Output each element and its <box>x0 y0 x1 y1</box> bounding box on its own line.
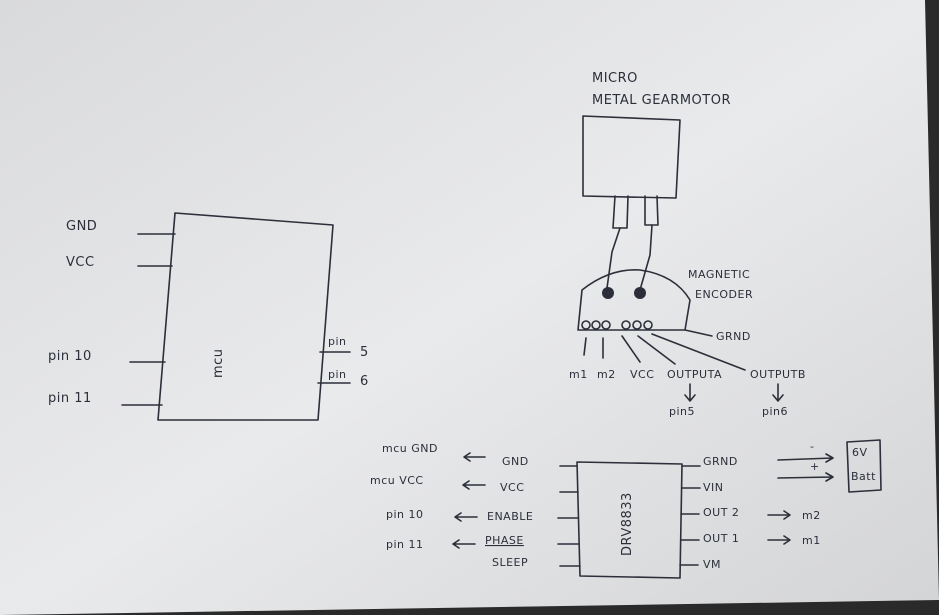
mcu-pin-11-label: pin 11 <box>48 391 92 406</box>
battery-label-line2: Batt <box>851 470 876 483</box>
arrow-down-outa-icon <box>684 383 696 402</box>
encoder-pin-outa-label: OUTPUTA <box>667 368 722 381</box>
encoder-board <box>577 269 691 331</box>
battery-block: 6V Batt - + <box>777 439 882 493</box>
driver-in-enable-pin: ENABLE <box>487 510 533 523</box>
driver-in-vcc-pin: VCC <box>500 481 524 494</box>
driver-body <box>576 461 683 579</box>
mcu-pin-6-label: 6 <box>360 374 369 389</box>
mcu-right-pin-word-1: pin <box>328 335 347 348</box>
motor-title-line1: MICRO <box>592 71 638 86</box>
encoder-pin-m2-label: m2 <box>597 368 616 381</box>
driver-in-phase-pin: PHASE <box>485 534 524 547</box>
encoder-outb-target: pin6 <box>762 405 788 418</box>
encoder-label-line2: ENCODER <box>695 288 753 301</box>
encoder-pin-vcc-label: VCC <box>630 368 654 381</box>
encoder-label-line1: MAGNETIC <box>688 268 750 281</box>
mcu-body <box>157 212 334 421</box>
motor-body <box>582 115 681 199</box>
encoder-ground-lead <box>684 329 713 337</box>
encoder-lead-m1 <box>583 337 587 356</box>
driver-out2-target: m2 <box>802 509 821 522</box>
driver-out-vm-pin: VM <box>703 558 721 571</box>
driver-src-vcc: mcu VCC <box>370 474 424 487</box>
encoder-pin-m1-label: m1 <box>569 368 588 381</box>
driver-out-grnd-pin: GRND <box>703 455 738 468</box>
mcu-pin-5-label: 5 <box>360 345 369 360</box>
arrow-right-out1-icon <box>767 535 791 545</box>
motor-wire-right <box>639 224 653 291</box>
driver-out-out1-pin: OUT 1 <box>703 532 739 545</box>
battery-body <box>846 439 882 493</box>
arrow-left-enable-icon <box>454 512 478 522</box>
encoder-block: MAGNETIC ENCODER GRND m1 m2 VCC OUTPUTA … <box>569 268 806 418</box>
driver-out-vin-pin: VIN <box>703 481 724 494</box>
motor-title-line2: METAL GEARMOTOR <box>592 93 731 108</box>
arrow-right-out2-icon <box>767 510 791 520</box>
driver-in-sleep-pin: SLEEP <box>492 556 528 569</box>
driver-label: DRV8833 <box>620 492 635 556</box>
motor-wire-left <box>606 227 621 289</box>
arrow-left-gnd-icon <box>463 452 486 462</box>
mcu-right-pin-word-2: pin <box>328 368 347 381</box>
mcu-label: mcu <box>211 348 226 378</box>
driver-src-pin11: pin 11 <box>386 538 424 551</box>
mcu-pin-vcc-label: VCC <box>66 255 95 270</box>
arrow-down-outb-icon <box>772 383 784 402</box>
encoder-header-pins <box>581 320 653 330</box>
encoder-ground-label: GRND <box>716 330 751 343</box>
driver-in-gnd-pin: GND <box>502 455 529 468</box>
mcu-pin-gnd-label: GND <box>66 219 97 234</box>
encoder-pin-outb-label: OUTPUTB <box>750 368 806 381</box>
battery-plus-wire-icon <box>777 472 834 482</box>
encoder-magnet-left <box>602 287 614 299</box>
driver-block: DRV8833 GND VCC ENABLE PHASE SLEEP mcu G… <box>370 442 821 579</box>
mcu-block: mcu GND VCC pin 10 pin 11 pin pin 5 6 <box>48 212 369 421</box>
driver-src-gnd: mcu GND <box>382 442 438 455</box>
mcu-pin-10-label: pin 10 <box>48 349 92 364</box>
encoder-lead-outa <box>637 335 676 365</box>
encoder-magnet-right <box>634 287 646 299</box>
encoder-outa-target: pin5 <box>669 405 695 418</box>
driver-src-pin10: pin 10 <box>386 508 424 521</box>
driver-out1-target: m1 <box>802 534 821 547</box>
battery-minus-wire-icon <box>777 453 834 463</box>
encoder-lead-vcc <box>621 335 641 363</box>
battery-minus-label: - <box>810 440 814 453</box>
motor-block: MICRO METAL GEARMOTOR <box>582 71 731 291</box>
arrow-left-phase-icon <box>452 539 476 549</box>
battery-label-line1: 6V <box>852 446 868 459</box>
battery-plus-label: + <box>810 460 820 473</box>
arrow-left-vcc-icon <box>462 480 486 490</box>
encoder-lead-outb <box>651 333 746 371</box>
driver-out-out2-pin: OUT 2 <box>703 506 739 519</box>
